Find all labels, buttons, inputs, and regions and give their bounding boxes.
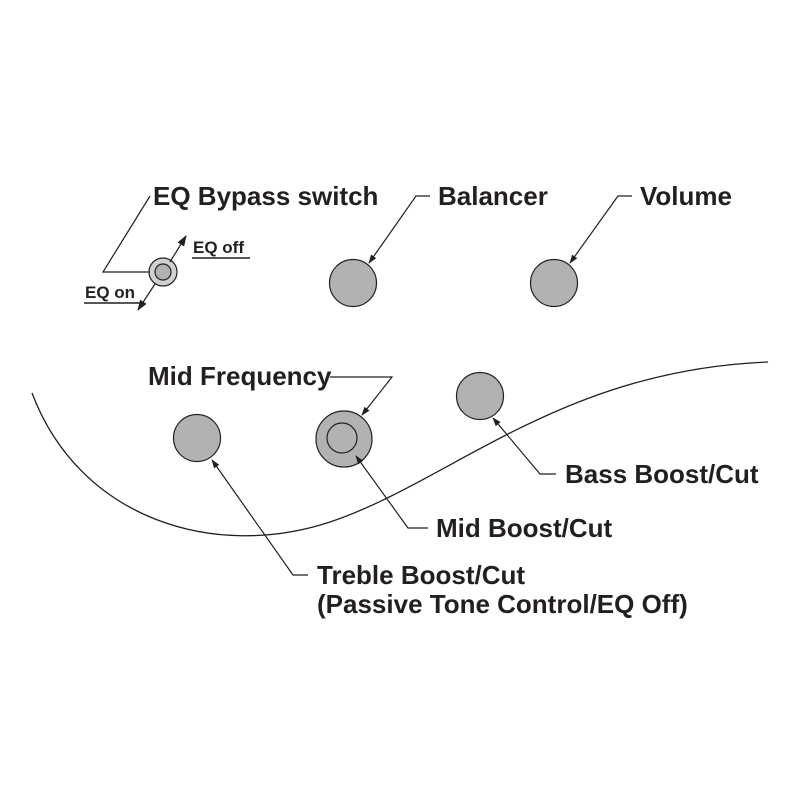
volume-label: Volume <box>640 181 732 211</box>
eq-bypass-switch-inner <box>154 263 172 281</box>
treble-leader <box>211 459 308 576</box>
body-edge-curve <box>31 361 769 537</box>
treble-boost-cut-label: Treble Boost/Cut <box>317 560 525 590</box>
eq-bypass-switch-label: EQ Bypass switch <box>153 181 378 211</box>
bass-boost-cut-label: Bass Boost/Cut <box>565 459 759 489</box>
eq-on-label: EQ on <box>85 283 135 302</box>
balancer-leader <box>368 195 430 264</box>
eq-off-arrow <box>169 235 187 263</box>
mid-frequency-label: Mid Frequency <box>148 361 332 391</box>
eq-on-arrow <box>137 283 156 311</box>
mid-frequency-leader <box>330 376 394 416</box>
volume-leader <box>569 195 632 264</box>
balancer-label: Balancer <box>438 181 548 211</box>
treble-knob <box>172 413 222 463</box>
mid-boost-cut-leader <box>355 455 428 529</box>
treble-passive-tone-label: (Passive Tone Control/EQ Off) <box>317 589 688 619</box>
balancer-knob <box>328 258 378 308</box>
mid-boost-cut-inner-knob <box>326 422 358 454</box>
bass-knob <box>455 371 505 421</box>
mid-boost-cut-label: Mid Boost/Cut <box>436 513 613 543</box>
bass-leader <box>492 417 556 475</box>
eq-off-label: EQ off <box>193 238 244 257</box>
volume-knob <box>529 258 579 308</box>
eq-bypass-leader <box>101 195 151 273</box>
